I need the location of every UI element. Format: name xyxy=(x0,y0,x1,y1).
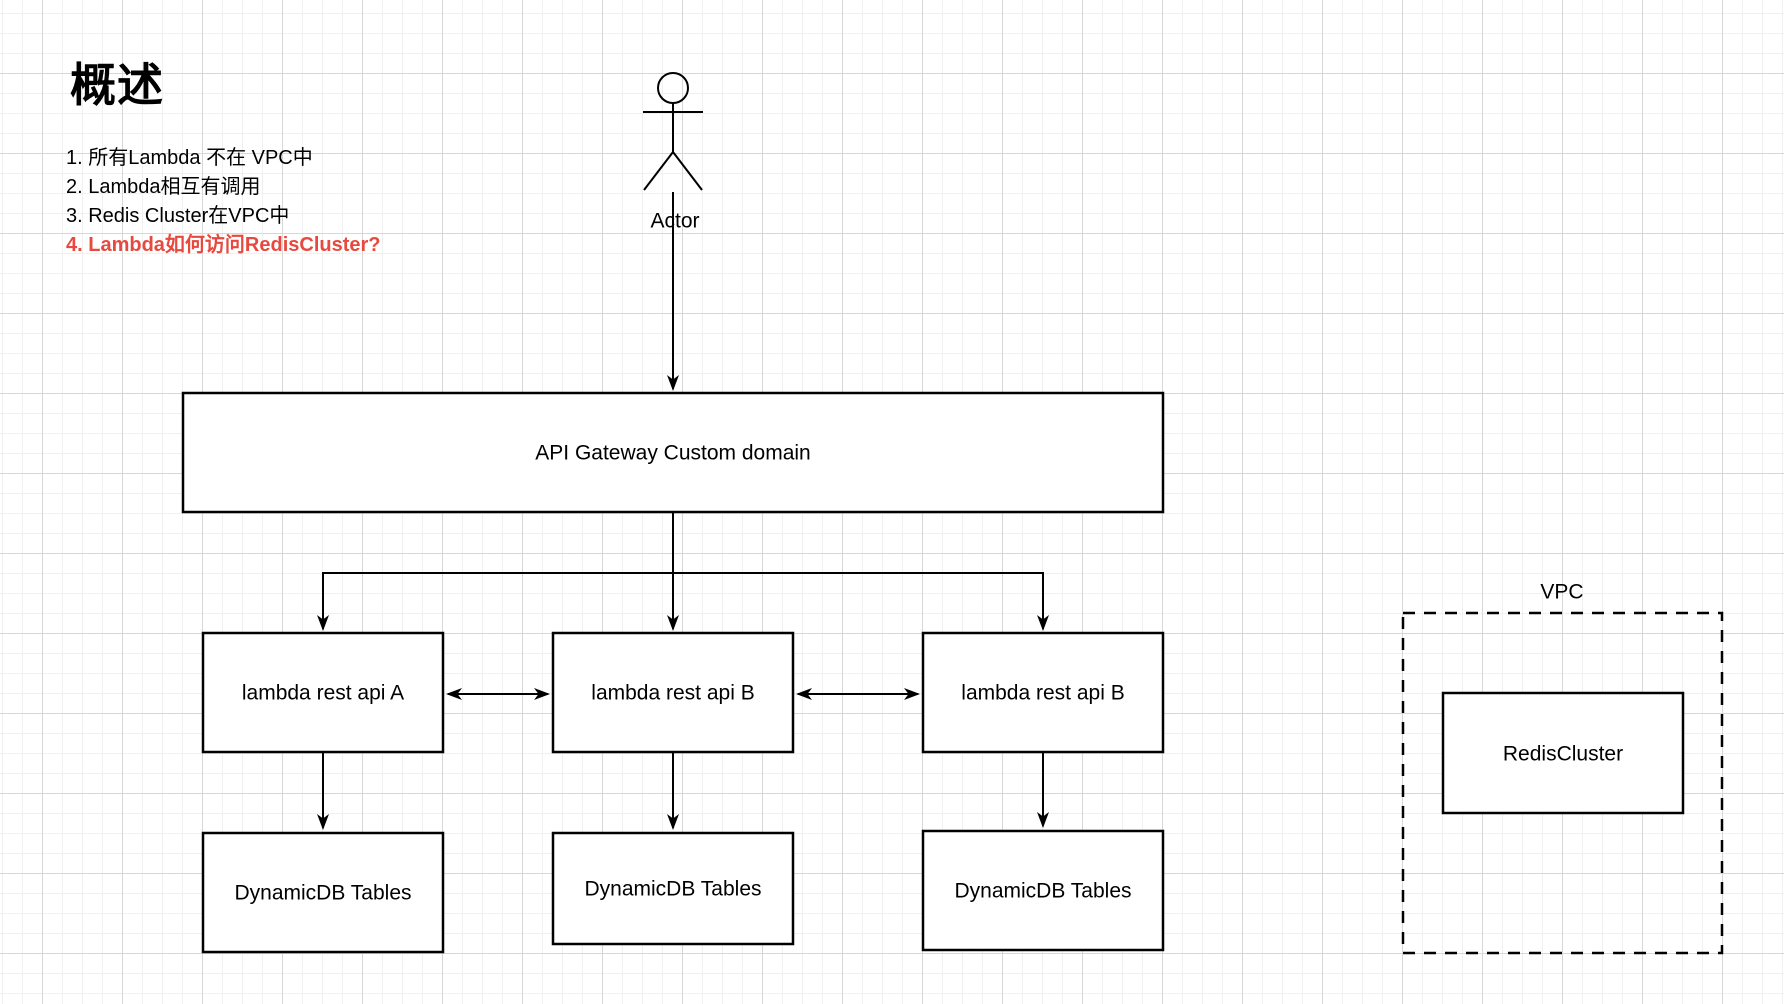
node-dynamodb-b[interactable]: DynamicDB Tables xyxy=(551,831,795,946)
page-title[interactable]: 概述 xyxy=(70,59,164,111)
node-api-gateway-label: API Gateway Custom domain xyxy=(535,442,810,465)
node-redis-cluster-label: RedisCluster xyxy=(1503,743,1623,766)
node-lambda-a[interactable]: lambda rest api A xyxy=(201,631,445,754)
node-dynamodb-c[interactable]: DynamicDB Tables xyxy=(921,829,1165,952)
note-item-1: 1. 所有Lambda 不在 VPC中 xyxy=(66,147,313,169)
node-dynamodb-a-label: DynamicDB Tables xyxy=(234,882,411,905)
node-dynamodb-b-label: DynamicDB Tables xyxy=(584,878,761,901)
actor-label: Actor xyxy=(650,210,699,233)
edge-apigateway-to-lambda-a[interactable] xyxy=(317,513,674,631)
actor-right-leg xyxy=(672,151,703,191)
actor-shape[interactable] xyxy=(643,72,703,191)
node-dynamodb-a[interactable]: DynamicDB Tables xyxy=(201,831,445,954)
node-lambda-a-label: lambda rest api A xyxy=(242,682,404,705)
notes-list[interactable]: 1. 所有Lambda 不在 VPC中 2. Lambda相互有调用 3. Re… xyxy=(66,144,381,260)
note-item-2: 2. Lambda相互有调用 xyxy=(66,176,261,198)
node-dynamodb-c-label: DynamicDB Tables xyxy=(954,880,1131,903)
node-api-gateway[interactable]: API Gateway Custom domain xyxy=(181,391,1165,514)
node-lambda-c[interactable]: lambda rest api B xyxy=(921,631,1165,754)
node-vpc-label: VPC xyxy=(1540,581,1583,604)
node-vpc[interactable]: VPC xyxy=(1401,581,1724,955)
edge-apigateway-to-lambda-c[interactable] xyxy=(672,513,1049,631)
note-item-4: 4. Lambda如何访问RedisCluster? xyxy=(66,234,381,256)
node-lambda-b-label: lambda rest api B xyxy=(591,682,754,705)
node-lambda-c-label: lambda rest api B xyxy=(961,682,1124,705)
note-item-3: 3. Redis Cluster在VPC中 xyxy=(66,205,290,227)
node-lambda-b[interactable]: lambda rest api B xyxy=(551,631,795,754)
node-redis-cluster[interactable]: RedisCluster xyxy=(1441,691,1685,815)
actor-left-leg xyxy=(643,151,674,191)
actor-head xyxy=(657,72,689,104)
